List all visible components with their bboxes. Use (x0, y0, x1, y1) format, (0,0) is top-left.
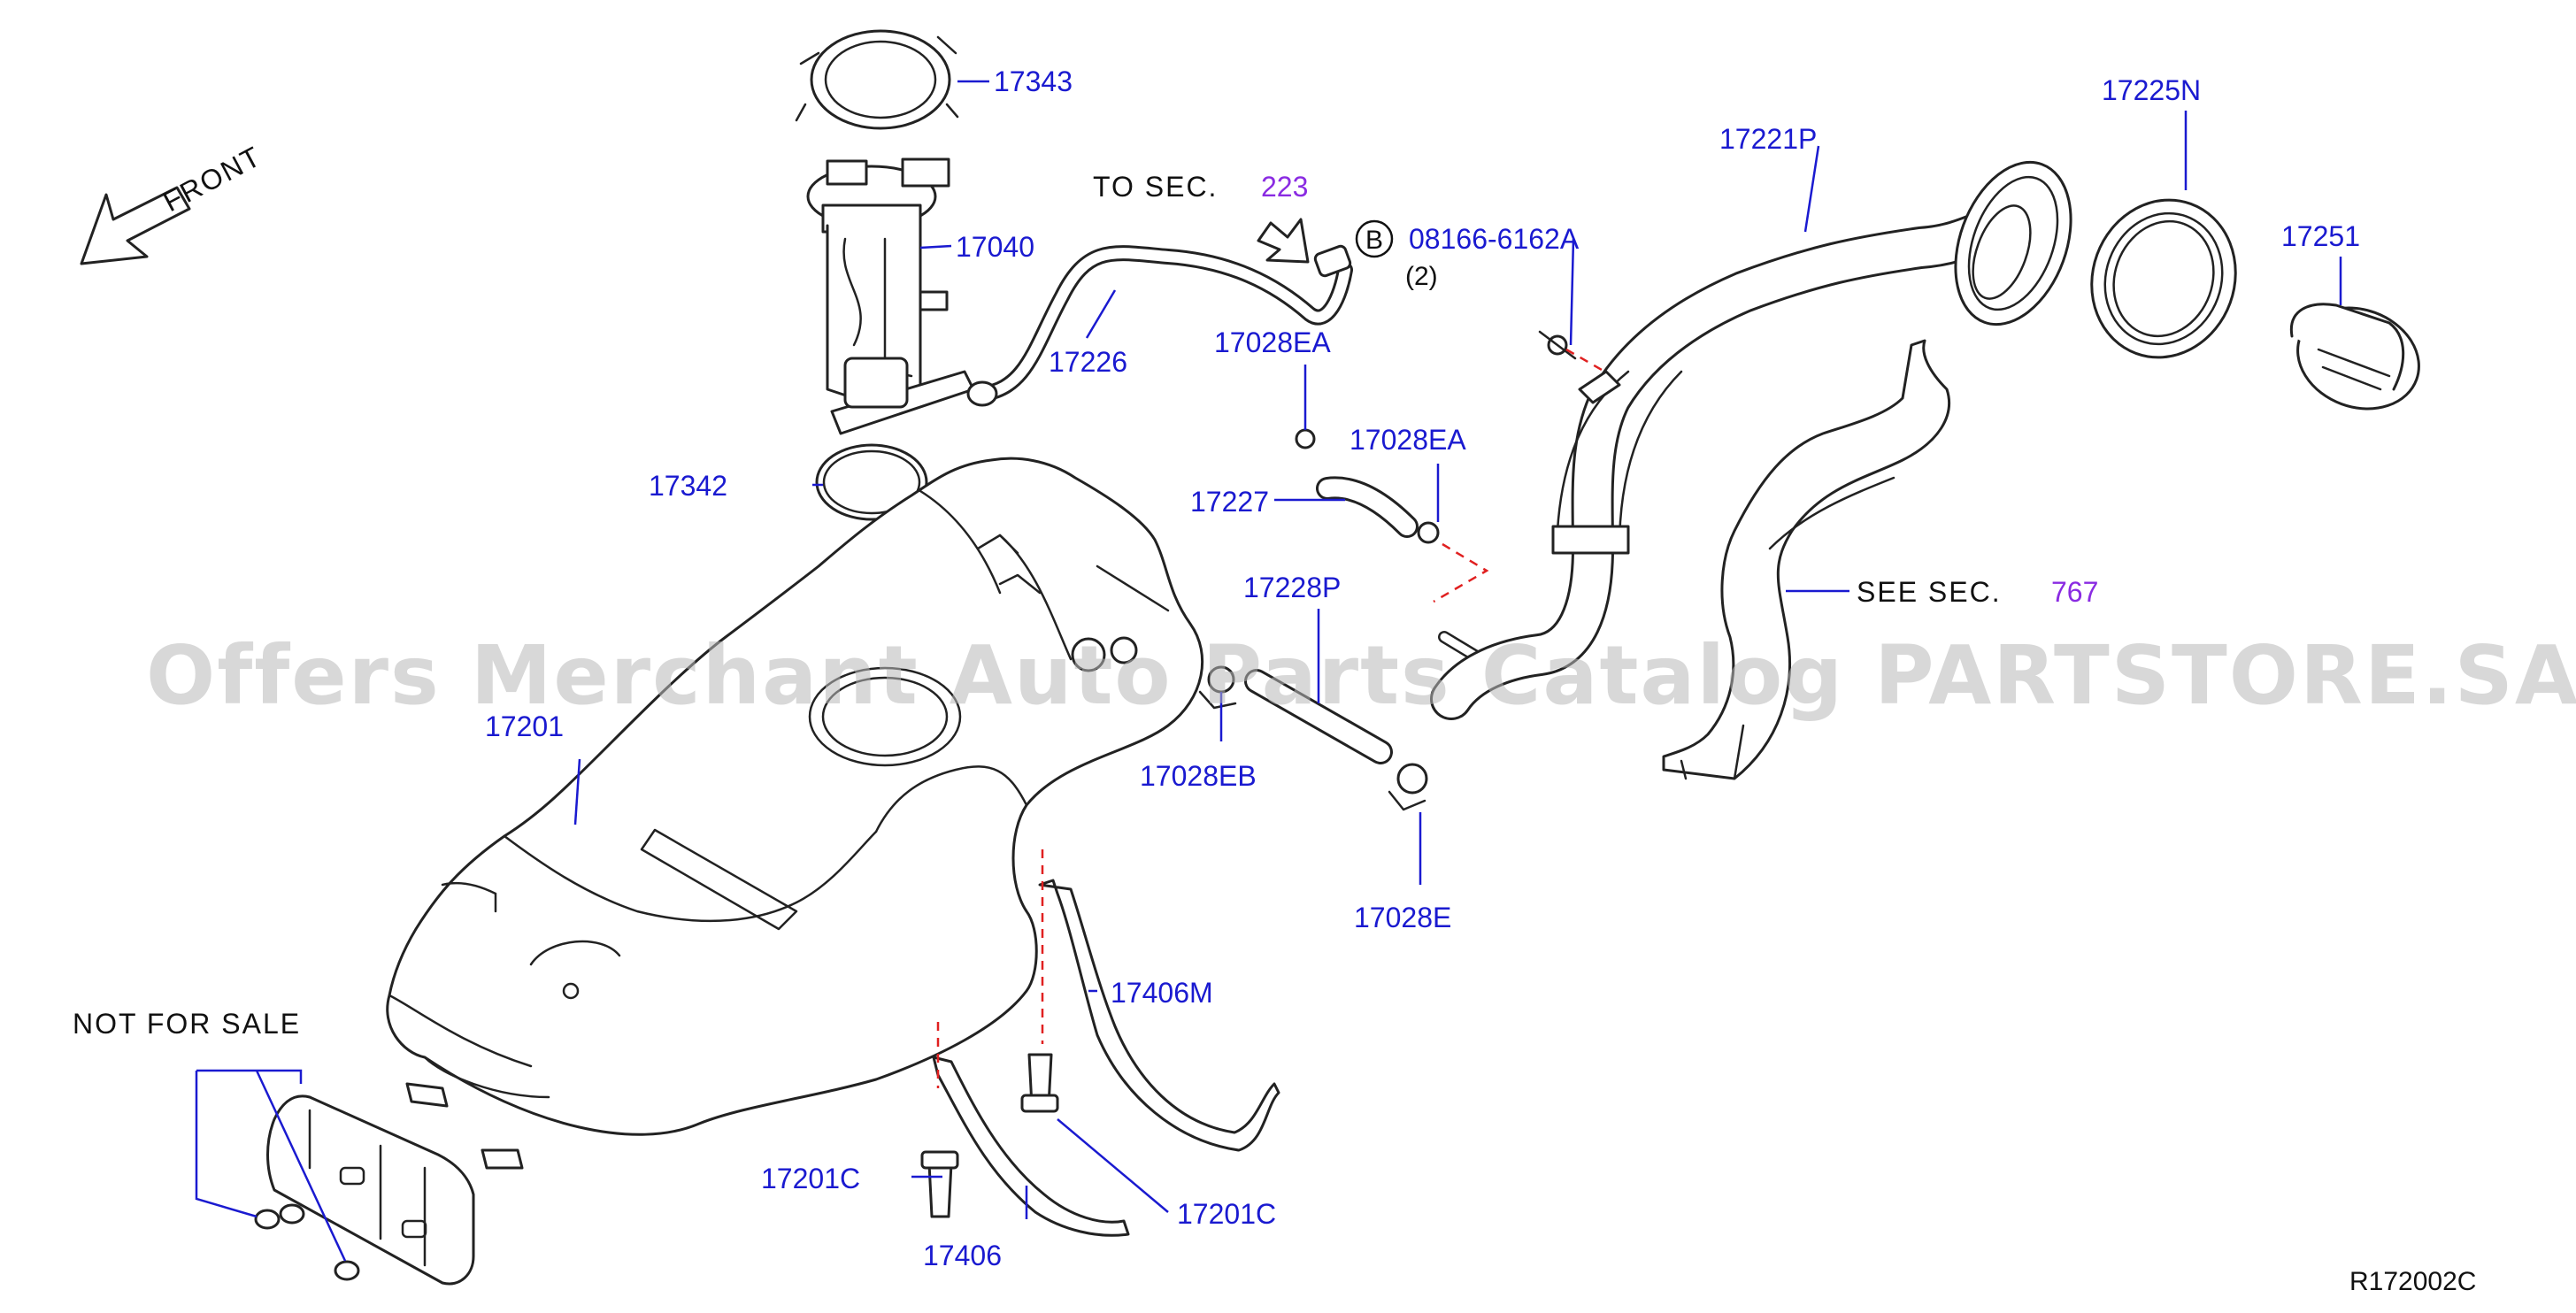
part-label-17227[interactable]: 17227 (1190, 486, 1269, 518)
guide-lines (936, 348, 1603, 1088)
clips-lower-drawing (1198, 665, 1428, 811)
to-section-label: TO SEC. (1093, 171, 1218, 203)
part-label-17221p[interactable]: 17221P (1719, 123, 1817, 155)
bolt-quantity: (2) (1405, 262, 1438, 291)
fuel-tank-drawing (386, 457, 1204, 1170)
part-label-17040[interactable]: 17040 (956, 231, 1034, 263)
watermark-text: Offers Merchant Auto Parts Catalog PARTS… (146, 628, 2576, 723)
part-label-17342[interactable]: 17342 (649, 470, 727, 502)
vent-tube-drawing (966, 244, 1353, 407)
bolt-part-number[interactable]: 08166-6162A (1409, 223, 1580, 255)
not-for-sale-label: NOT FOR SALE (73, 1008, 301, 1040)
part-label-17226[interactable]: 17226 (1049, 346, 1127, 378)
part-label-17201[interactable]: 17201 (485, 710, 564, 742)
part-label-17201c-left[interactable]: 17201C (761, 1163, 860, 1194)
bolt-ref-letter: B (1365, 226, 1383, 255)
seal-ring-drawing (2090, 198, 2237, 359)
fuel-pump-module-drawing (806, 157, 975, 435)
part-label-17028ea-upper[interactable]: 17028EA (1214, 326, 1331, 358)
part-label-17225n[interactable]: 17225N (2102, 74, 2201, 106)
front-arrow-icon (80, 186, 191, 265)
part-label-17028eb[interactable]: 17028EB (1140, 760, 1257, 792)
front-direction-label: FRONT (158, 140, 266, 218)
diagram-code: R172002C (2349, 1267, 2476, 1296)
hose-and-clips-drawing (1295, 428, 1440, 544)
bolt-ref-circle (1355, 219, 1394, 258)
part-label-17406m[interactable]: 17406M (1111, 977, 1213, 1009)
see-section-label: SEE SEC. (1857, 576, 2002, 608)
filler-pipe-drawing (1430, 160, 2072, 720)
see-section-link[interactable]: 767 (2051, 576, 2098, 608)
heat-shield-drawing (254, 1094, 475, 1286)
part-label-17028ea-lower[interactable]: 17028EA (1350, 424, 1466, 456)
part-label-17228p[interactable]: 17228P (1243, 572, 1341, 603)
part-label-17201c-right[interactable]: 17201C (1177, 1198, 1276, 1230)
gasket-drawing (815, 443, 928, 521)
part-label-17028e[interactable]: 17028E (1354, 902, 1451, 933)
tank-straps-drawing (920, 879, 1280, 1237)
lock-ring-drawing (795, 29, 959, 130)
bolt-reference: B 08166-6162A (2) (1355, 219, 1580, 291)
fuel-cap-drawing (2289, 303, 2420, 411)
filler-housing-drawing (1662, 339, 1951, 780)
to-section-arrow-icon (1257, 218, 1310, 264)
leader-lines (195, 80, 2342, 1262)
to-section-link[interactable]: 223 (1261, 171, 1308, 203)
part-label-17343[interactable]: 17343 (994, 65, 1073, 97)
part-label-17251[interactable]: 17251 (2281, 220, 2360, 252)
part-label-17406[interactable]: 17406 (923, 1240, 1002, 1271)
